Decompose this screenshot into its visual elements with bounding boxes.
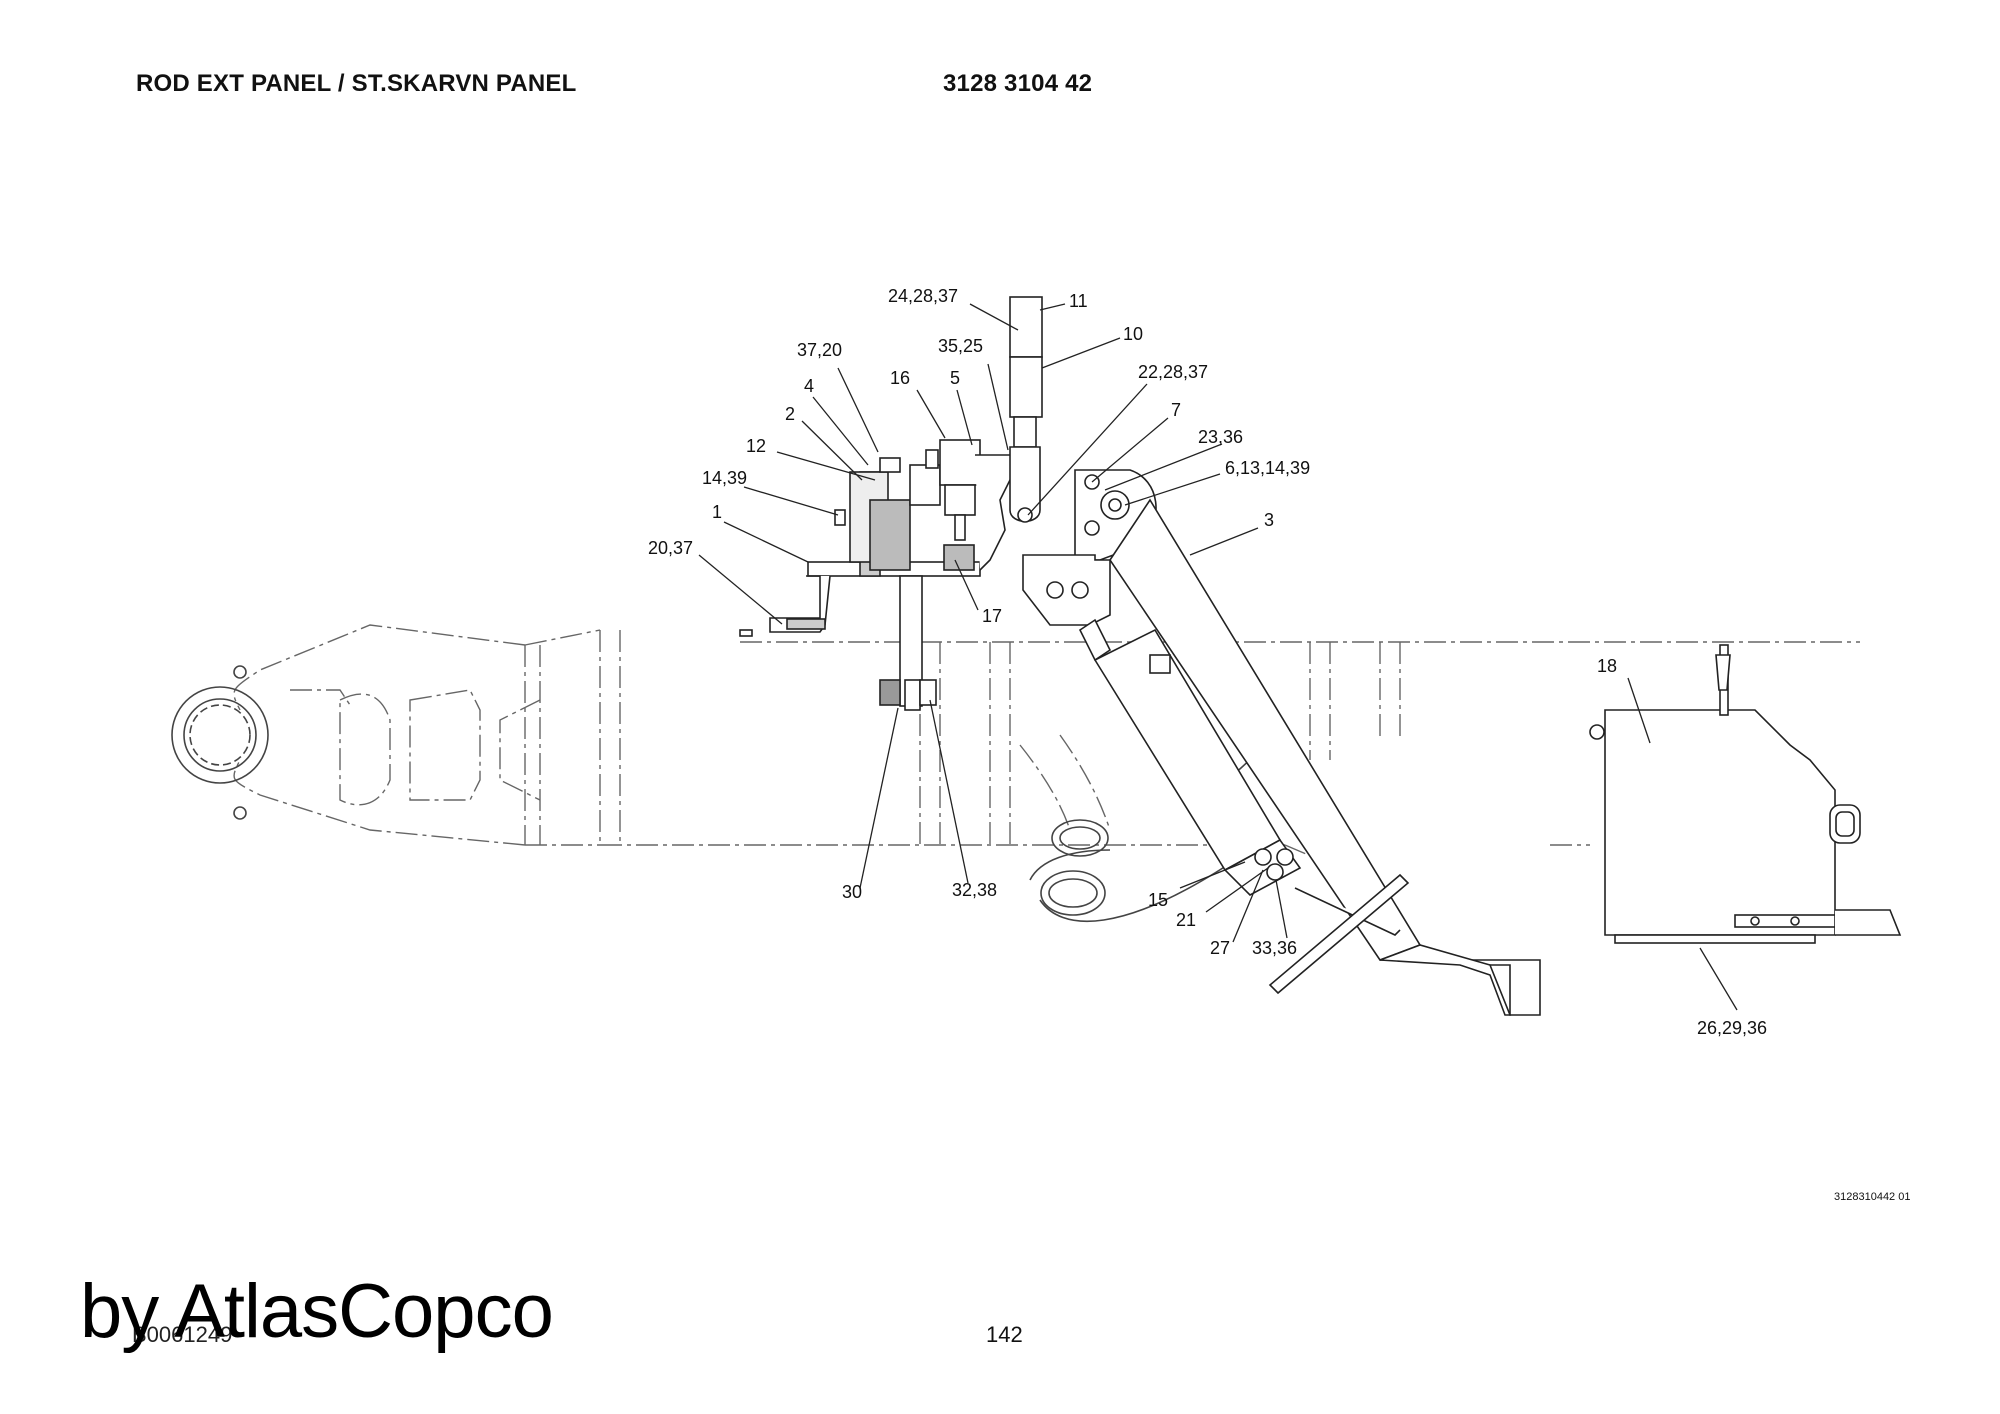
callout-10: 10 xyxy=(1123,324,1143,344)
hydraulic-cylinder xyxy=(1078,618,1401,936)
callout-5: 5 xyxy=(950,368,960,388)
callout-23-36: 23,36 xyxy=(1198,427,1243,447)
lever-handle xyxy=(1009,296,1043,523)
callout-11: 11 xyxy=(1069,291,1088,311)
callout-3: 3 xyxy=(1264,510,1274,530)
callout-2: 2 xyxy=(785,404,795,424)
callout-27: 27 xyxy=(1210,938,1230,958)
part-number: 3128 3104 42 xyxy=(943,70,1093,97)
callout-4: 4 xyxy=(804,376,814,396)
boom-outline xyxy=(233,624,1860,861)
callout-37-20: 37,20 xyxy=(797,340,842,360)
callout-22-28-37: 22,28,37 xyxy=(1138,362,1208,382)
callout-30: 30 xyxy=(842,882,862,902)
callout-21: 21 xyxy=(1176,910,1196,930)
boom-head xyxy=(171,665,269,820)
callout-24-28-37: 24,28,37 xyxy=(888,286,958,306)
watermark-text: by AtlasCopco xyxy=(80,1269,554,1354)
callout-26-29-36: 26,29,36 xyxy=(1697,1018,1767,1038)
callout-1: 1 xyxy=(712,502,722,522)
panel-bracket xyxy=(739,439,1032,711)
callout-17: 17 xyxy=(982,606,1002,626)
callout-6-13-14-39: 6,13,14,39 xyxy=(1225,458,1310,478)
document-code: B0061249 xyxy=(132,1322,233,1347)
callout-labels: 24,28,37 11 10 37,20 35,25 16 5 22,28,37… xyxy=(648,286,1767,1038)
callout-32-38: 32,38 xyxy=(952,880,997,900)
callout-15: 15 xyxy=(1148,890,1168,910)
rod-arm xyxy=(1109,498,1541,1016)
callout-14-39: 14,39 xyxy=(702,468,747,488)
callout-16: 16 xyxy=(890,368,910,388)
callout-20-37: 20,37 xyxy=(648,538,693,558)
callout-18: 18 xyxy=(1597,656,1617,676)
page-title: ROD EXT PANEL / ST.SKARVN PANEL xyxy=(136,70,577,97)
callout-12: 12 xyxy=(746,436,766,456)
callout-33-36: 33,36 xyxy=(1252,938,1297,958)
callout-7: 7 xyxy=(1171,400,1181,420)
leader-lines xyxy=(698,303,1738,1011)
callout-35-25: 35,25 xyxy=(938,336,983,356)
page-number: 142 xyxy=(986,1322,1023,1347)
control-panel-box xyxy=(1589,644,1902,944)
footplate xyxy=(1268,873,1410,995)
drawing-code: 3128310442 01 xyxy=(1834,1191,1911,1203)
